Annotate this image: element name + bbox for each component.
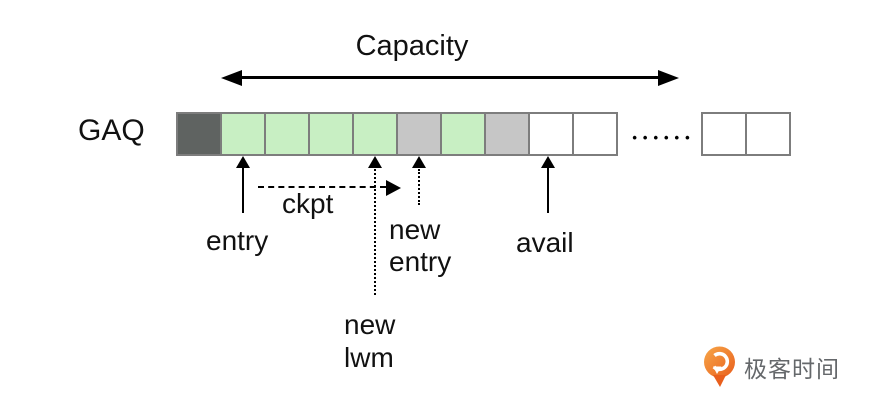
entry-arrow-head (236, 156, 250, 168)
entry-arrow-line (242, 167, 244, 213)
queue-cell-dark (176, 112, 222, 156)
queue-cell-green (352, 112, 398, 156)
gaq-cell-row (176, 112, 618, 156)
queue-cell-white (528, 112, 574, 156)
geektime-logo-icon (702, 345, 738, 396)
ckpt-label: ckpt (282, 188, 334, 219)
new-lwm-arrow-line (374, 169, 376, 295)
queue-cell-green (308, 112, 354, 156)
geektime-logo-text: 极客时间 (744, 355, 840, 382)
new-lwm-label: new lwm (344, 309, 396, 373)
new-entry-label: new entry (389, 214, 452, 277)
queue-cell-gray (484, 112, 530, 156)
ckpt-arrow-head (386, 180, 401, 196)
capacity-arrow-right-head (658, 70, 679, 86)
queue-cell-green (440, 112, 486, 156)
new-lwm-arrow-head (368, 156, 382, 168)
ellipsis-dots: •••••• (632, 130, 696, 145)
capacity-arrow-left-head (221, 70, 242, 86)
queue-cell-green (220, 112, 266, 156)
avail-arrow-head (541, 156, 555, 168)
queue-cell-white (745, 112, 791, 156)
gaq-tail-cell-row (701, 112, 791, 156)
new-entry-arrow-line (418, 169, 420, 205)
avail-label: avail (516, 227, 574, 258)
capacity-arrow-line (239, 76, 661, 79)
geektime-logo: 极客时间 (702, 345, 840, 396)
new-entry-arrow-head (412, 156, 426, 168)
entry-label: entry (206, 225, 269, 256)
avail-arrow-line (547, 167, 549, 213)
ckpt-arrow-line (258, 186, 386, 188)
queue-cell-green (264, 112, 310, 156)
queue-name-label: GAQ (78, 114, 145, 147)
queue-cell-gray (396, 112, 442, 156)
queue-cell-white (701, 112, 747, 156)
capacity-label: Capacity (355, 30, 469, 62)
queue-cell-white (572, 112, 618, 156)
